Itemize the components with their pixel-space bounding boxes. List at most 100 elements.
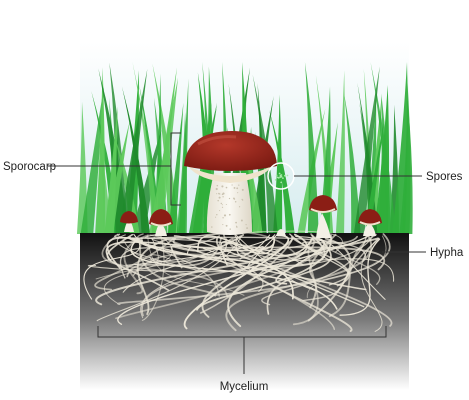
grass-blade	[104, 106, 118, 234]
stalk-dot	[215, 187, 218, 191]
spore	[282, 177, 284, 180]
spore	[286, 174, 289, 177]
stalk-dot	[219, 210, 221, 212]
grass-blade	[113, 133, 140, 234]
hypha-strand	[145, 234, 304, 266]
stalk-dot	[222, 224, 224, 226]
hypha-strand	[95, 235, 241, 280]
grass-blade	[273, 94, 283, 234]
hypha-strand	[95, 237, 379, 306]
small-mushroom	[358, 209, 382, 236]
hypha-strand	[101, 236, 229, 298]
hypha-strand	[123, 234, 150, 295]
gills	[188, 166, 272, 183]
stalk-dot	[216, 213, 218, 216]
sporocarp-label: Sporocarp	[3, 161, 56, 173]
small-mushroom	[120, 211, 138, 232]
grass-blade	[335, 70, 345, 234]
hypha-strand	[131, 237, 294, 300]
hypha-strand	[289, 233, 349, 286]
hypha-strand	[132, 234, 227, 277]
grass-blade	[118, 68, 148, 234]
stalk-dot	[241, 199, 244, 201]
stalk-dot	[217, 199, 219, 202]
grass-blade	[377, 93, 391, 234]
stalk-dot	[225, 204, 227, 205]
stalk-dot	[234, 201, 237, 203]
spore	[280, 174, 283, 176]
grass-blade	[167, 102, 184, 234]
stalk-dot	[222, 196, 224, 198]
grass-blade	[402, 74, 411, 234]
grass-blade	[125, 70, 139, 234]
hypha-strand	[96, 235, 242, 322]
grass-blade	[76, 101, 88, 235]
grass-blade	[178, 78, 189, 235]
stalk-dot	[240, 219, 243, 222]
hypha-strand	[339, 238, 381, 316]
hypha-strand	[306, 235, 387, 299]
stalk-dot	[222, 192, 225, 195]
hypha-strand	[235, 238, 264, 260]
stalk-dot	[235, 221, 237, 224]
grass-blade	[366, 96, 382, 234]
hypha-strand	[247, 234, 326, 274]
stalk-dot	[238, 184, 240, 186]
hypha-strand	[266, 237, 332, 315]
mycelium-bracket	[97, 326, 387, 338]
hypha-strand	[170, 234, 245, 269]
stalk-dot	[221, 185, 224, 188]
spores-label: Spores	[426, 171, 463, 183]
stalk-dot	[237, 192, 239, 194]
small-mushroom	[149, 209, 173, 236]
sporocarp-bracket	[170, 132, 181, 206]
stalk-dot	[221, 206, 224, 208]
stalk-dot	[225, 186, 228, 189]
spore	[280, 175, 283, 178]
stalk-dot	[233, 198, 236, 200]
stalk-dot	[225, 224, 228, 227]
grass-blade	[131, 129, 162, 234]
hypha-strand	[149, 237, 171, 262]
spore	[278, 172, 281, 175]
hypha-strand	[220, 239, 275, 266]
grass-blade	[95, 67, 105, 234]
stalk-dot	[216, 193, 218, 195]
stalk-dot	[215, 216, 217, 218]
stalk-dot	[228, 197, 231, 200]
small-mushroom	[276, 229, 286, 236]
spore	[280, 181, 283, 184]
stalk-dot	[211, 226, 213, 228]
stalk	[206, 173, 252, 235]
mycelium-label: Mycelium	[220, 381, 269, 393]
stalk-dot	[238, 206, 241, 208]
stalk-dot	[223, 214, 227, 217]
hypha-strand	[149, 234, 336, 330]
hypha-strand	[115, 238, 333, 320]
stalk-dot	[233, 186, 236, 189]
stalk-dot	[236, 187, 239, 190]
stalk-dot	[228, 213, 231, 216]
hypha-strand	[114, 233, 367, 262]
hypha-strand	[141, 233, 315, 317]
hypha-strand	[310, 238, 381, 285]
spore	[274, 179, 277, 181]
hypha-strand	[122, 238, 323, 293]
grass-blade	[353, 66, 380, 235]
spore	[284, 174, 286, 177]
stalk-dot	[218, 192, 220, 195]
stalk-dot	[245, 224, 247, 226]
hypha-label: Hypha	[430, 247, 464, 259]
hypha-strand	[234, 234, 395, 282]
grass-blade	[80, 85, 105, 234]
spores-dots	[274, 172, 289, 184]
spore	[277, 177, 280, 179]
grass-blade	[269, 109, 295, 234]
hypha-strand	[228, 237, 393, 327]
grass-blade	[132, 62, 160, 234]
stalk-dot	[241, 188, 244, 191]
stalk-dot	[216, 184, 219, 187]
stalk-dot	[222, 217, 224, 219]
hypha-strand	[201, 237, 294, 318]
